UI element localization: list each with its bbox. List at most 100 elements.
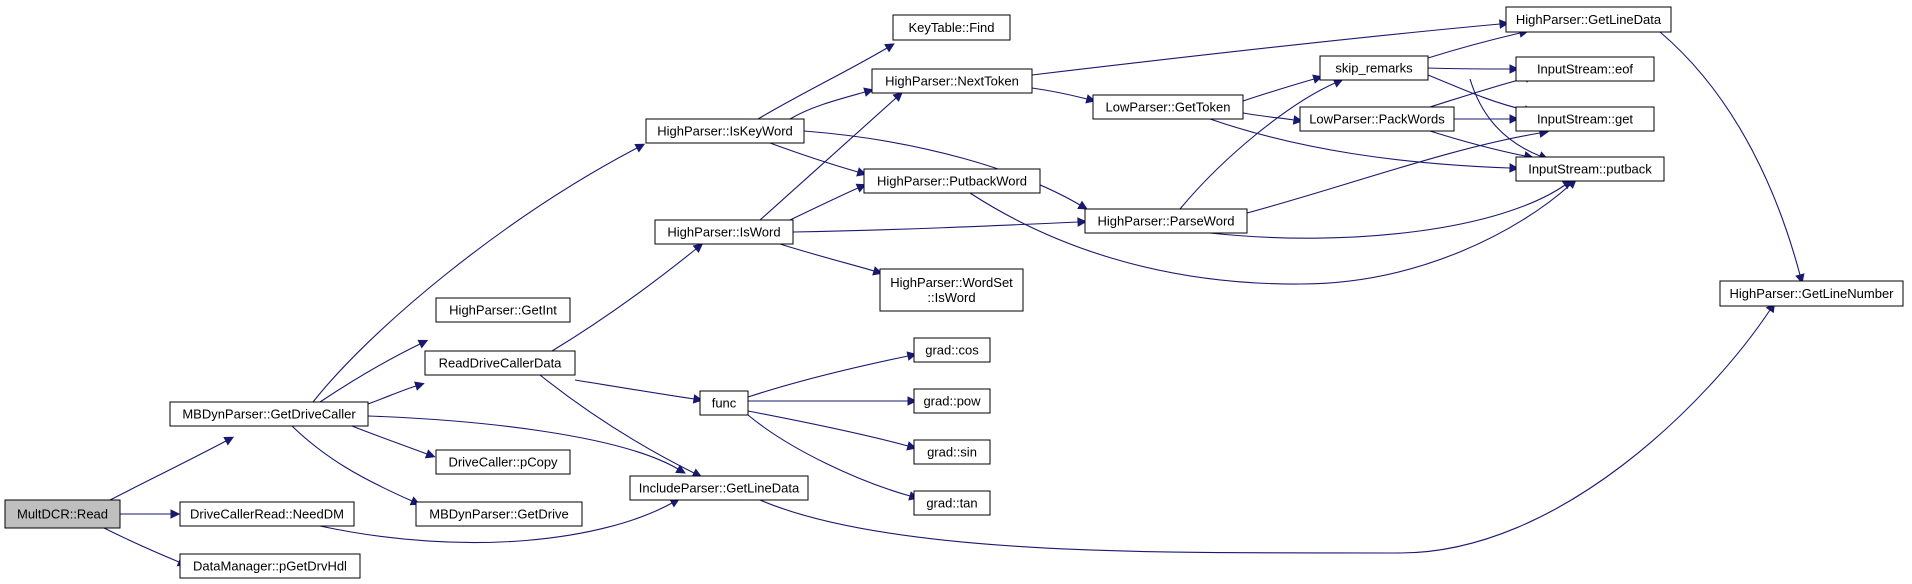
node-skip-remarks[interactable]: skip_remarks: [1319, 55, 1429, 81]
node-func[interactable]: func: [699, 390, 749, 416]
node-label: skip_remarks: [1335, 61, 1413, 76]
node-getlinenumber[interactable]: HighParser::GetLineNumber: [1719, 280, 1904, 307]
node-box: [699, 390, 749, 416]
edge-iskeyword-to-parseword: [803, 130, 1088, 210]
node-lowgettoken[interactable]: LowParser::GetToken: [1092, 94, 1244, 120]
node-box: [645, 118, 805, 144]
node-box: [879, 268, 1024, 312]
node-label: HighParser::GetLineNumber: [1729, 286, 1894, 301]
node-box: [179, 553, 361, 579]
edge-lowgettoken-to-packwords: [1242, 112, 1304, 125]
node-include-getlinedata[interactable]: IncludeParser::GetLineData: [629, 475, 809, 501]
node-label: HighParser::GetLineData: [1516, 12, 1662, 27]
node-label: HighParser::ParseWord: [1097, 214, 1234, 229]
node-high-getlinedata[interactable]: HighParser::GetLineData: [1505, 6, 1672, 33]
node-box: [169, 401, 369, 427]
node-label: InputStream::putback: [1528, 162, 1652, 177]
arrowhead-icon: [856, 167, 867, 177]
edge-lowgettoken-to-skip_remarks: [1242, 74, 1323, 102]
node-label: DataManager::pGetDrvHdl: [193, 559, 347, 574]
node-box: [1084, 208, 1248, 234]
node-pgetdrvhdl[interactable]: DataManager::pGetDrvHdl: [179, 553, 361, 579]
node-is-get[interactable]: InputStream::get: [1515, 106, 1655, 132]
node-is-putback[interactable]: InputStream::putback: [1515, 156, 1665, 182]
node-label: HighParser::WordSet: [890, 275, 1013, 290]
node-label: grad::sin: [927, 445, 977, 460]
node-label: grad::tan: [926, 496, 977, 511]
node-box: [913, 490, 991, 516]
node-grad-pow[interactable]: grad::pow: [913, 388, 991, 414]
arrowhead-icon: [1077, 217, 1088, 227]
node-label: MBDynParser::GetDriveCaller: [182, 407, 356, 422]
arrowhead-icon: [892, 91, 903, 102]
node-nexttoken[interactable]: HighParser::NextToken: [871, 68, 1033, 94]
node-label: grad::cos: [925, 343, 979, 358]
node-needdm[interactable]: DriveCallerRead::NeedDM: [179, 501, 355, 527]
node-keytable-find[interactable]: KeyTable::Find: [892, 14, 1011, 41]
arrowhead-icon: [855, 183, 867, 193]
node-readdrivecallerdata[interactable]: ReadDriveCallerData: [424, 350, 576, 376]
node-wordset-isword[interactable]: HighParser::WordSet::IsWord: [879, 268, 1024, 312]
edge-high_getlinedata-to-getlinenumber: [1659, 31, 1805, 284]
edge-readdrivecallerdata-to-func: [574, 379, 704, 404]
node-grad-tan[interactable]: grad::tan: [913, 490, 991, 516]
node-pcopy[interactable]: DriveCaller::pCopy: [435, 449, 571, 475]
node-box: [1515, 156, 1665, 182]
arrowhead-icon: [1499, 19, 1510, 29]
node-label: InputStream::eof: [1537, 62, 1633, 77]
node-grad-sin[interactable]: grad::sin: [913, 439, 991, 465]
node-label: HighParser::PutbackWord: [877, 174, 1027, 189]
edge-isword-to-nexttoken: [759, 91, 903, 221]
node-grad-cos[interactable]: grad::cos: [913, 337, 991, 363]
edge-packwords-to-is_get: [1453, 114, 1520, 124]
node-box: [629, 475, 809, 501]
node-packwords[interactable]: LowParser::PackWords: [1299, 106, 1455, 132]
node-label: HighParser::GetInt: [449, 303, 557, 318]
node-box: [1505, 6, 1672, 33]
node-iskeyword[interactable]: HighParser::IsKeyWord: [645, 118, 805, 144]
arrowhead-icon: [424, 449, 436, 459]
edge-getdrivecaller-to-getint: [319, 339, 429, 403]
node-label: ReadDriveCallerData: [439, 356, 563, 371]
edge-iskeyword-to-nexttoken: [789, 87, 874, 120]
arrowhead-icon: [692, 243, 704, 254]
edge-isword-to-parseword: [792, 217, 1088, 233]
arrowhead-icon: [863, 87, 874, 97]
edge-iskeyword-to-keytable_find: [757, 43, 895, 120]
node-label: IncludeParser::GetLineData: [639, 481, 800, 496]
arrowhead-icon: [223, 436, 235, 446]
edge-skip_remarks-to-high_getlinedata: [1427, 28, 1529, 59]
node-box: [913, 337, 991, 363]
node-putbackword[interactable]: HighParser::PutbackWord: [863, 168, 1041, 194]
node-getdrive[interactable]: MBDynParser::GetDrive: [415, 501, 583, 527]
arrowhead-icon: [1312, 74, 1323, 84]
node-multdcr[interactable]: MultDCR::Read: [4, 499, 121, 529]
node-is-eof[interactable]: InputStream::eof: [1515, 56, 1655, 82]
node-label: InputStream::get: [1537, 112, 1633, 127]
node-box: [4, 499, 121, 529]
edge-getdrivecaller-to-include_getlinedata: [367, 415, 686, 474]
node-label: MultDCR::Read: [17, 507, 108, 522]
node-label: LowParser::GetToken: [1105, 100, 1230, 115]
node-isword[interactable]: HighParser::IsWord: [654, 219, 794, 245]
edge-getdrivecaller-to-getdrive: [291, 425, 421, 506]
node-box: [1092, 94, 1244, 120]
node-label: HighParser::IsKeyWord: [657, 124, 793, 139]
arrowhead-icon: [634, 143, 646, 153]
arrowhead-icon: [872, 266, 883, 276]
node-box: [654, 219, 794, 245]
node-box: [415, 501, 583, 527]
edge-iskeyword-to-putbackword: [769, 142, 867, 177]
node-box: [1319, 55, 1429, 81]
node-box: [179, 501, 355, 527]
edge-getdrivecaller-to-iskeyword: [312, 143, 646, 403]
arrowhead-icon: [170, 509, 181, 519]
node-box: [871, 68, 1033, 94]
arrowhead-icon: [907, 396, 918, 406]
edge-nexttoken-to-lowgettoken: [1031, 87, 1096, 104]
node-parseword[interactable]: HighParser::ParseWord: [1084, 208, 1248, 234]
node-getint[interactable]: HighParser::GetInt: [435, 297, 571, 323]
node-getdrivecaller[interactable]: MBDynParser::GetDriveCaller: [169, 401, 369, 427]
edge-multdcr-to-pgetdrvhdl: [103, 527, 188, 567]
arrowhead-icon: [884, 43, 895, 53]
